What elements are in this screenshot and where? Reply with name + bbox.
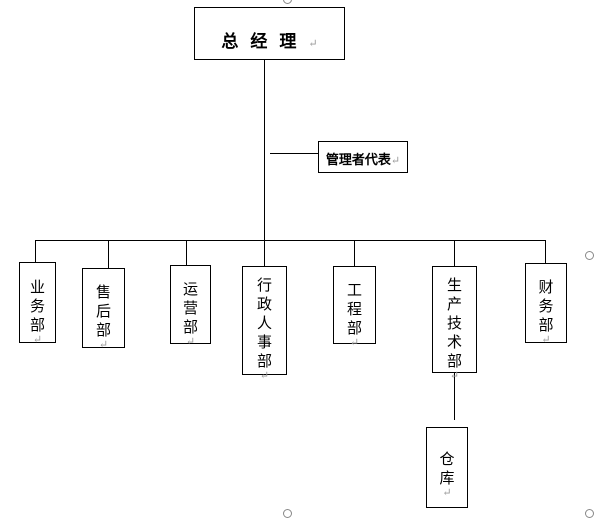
gm-trunk-line [264, 60, 265, 241]
paragraph-mark: ↵ [32, 333, 43, 346]
drop-line-operations [186, 240, 187, 265]
drop-line-business [35, 240, 36, 262]
drop-line-aftersales [108, 240, 109, 268]
department-label-admin-hr: 行政人事部 ↵ [243, 276, 286, 381]
drop-line-admin-hr [264, 240, 265, 266]
department-box-admin-hr: 行政人事部 ↵ [242, 266, 287, 381]
department-label-business: 业务部 ↵ [20, 278, 55, 345]
drop-line-finance [545, 240, 546, 263]
selection-handle-right[interactable] [585, 251, 594, 260]
warehouse-link-line [454, 373, 455, 420]
paragraph-mark: ↵ [185, 335, 196, 348]
warehouse-label: 仓库 ↵ [427, 450, 467, 498]
department-box-production-tech: 生产技术部 ↵ [432, 266, 477, 381]
paragraph-mark: ↵ [308, 37, 318, 50]
department-label-engineering: 工程部 ↵ [334, 281, 375, 348]
department-label-operations: 运营部 ↵ [171, 280, 210, 347]
department-label-finance: 财务部 ↵ [526, 278, 566, 345]
department-box-operations: 运营部 ↵ [170, 265, 211, 347]
paragraph-mark: ↵ [349, 336, 360, 349]
paragraph-mark: ↵ [98, 338, 109, 351]
general-manager-box: 总经理↵ [194, 7, 345, 60]
drop-line-production-tech [454, 240, 455, 266]
paragraph-mark: ↵ [390, 154, 401, 167]
department-box-engineering: 工程部 ↵ [333, 266, 376, 348]
department-box-finance: 财务部 ↵ [525, 263, 567, 345]
department-bus-line [35, 240, 546, 241]
paragraph-mark: ↵ [541, 333, 551, 346]
department-label-aftersales: 售后部 ↵ [83, 283, 124, 350]
department-label-production-tech: 生产技术部 ↵ [433, 276, 476, 381]
rep-branch-line [270, 153, 318, 154]
management-representative-box: 管理者代表↵ [318, 141, 408, 173]
general-manager-label: 总经理↵ [221, 32, 318, 52]
management-representative-label: 管理者代表↵ [325, 153, 401, 168]
warehouse-box: 仓库 ↵ [426, 427, 468, 508]
department-box-business: 业务部 ↵ [19, 262, 56, 345]
paragraph-mark: ↵ [449, 369, 460, 382]
drop-line-engineering [354, 240, 355, 266]
paragraph-mark: ↵ [259, 369, 270, 382]
selection-handle-top[interactable] [283, 0, 292, 4]
department-box-aftersales: 售后部 ↵ [82, 268, 125, 350]
paragraph-mark: ↵ [442, 486, 452, 499]
